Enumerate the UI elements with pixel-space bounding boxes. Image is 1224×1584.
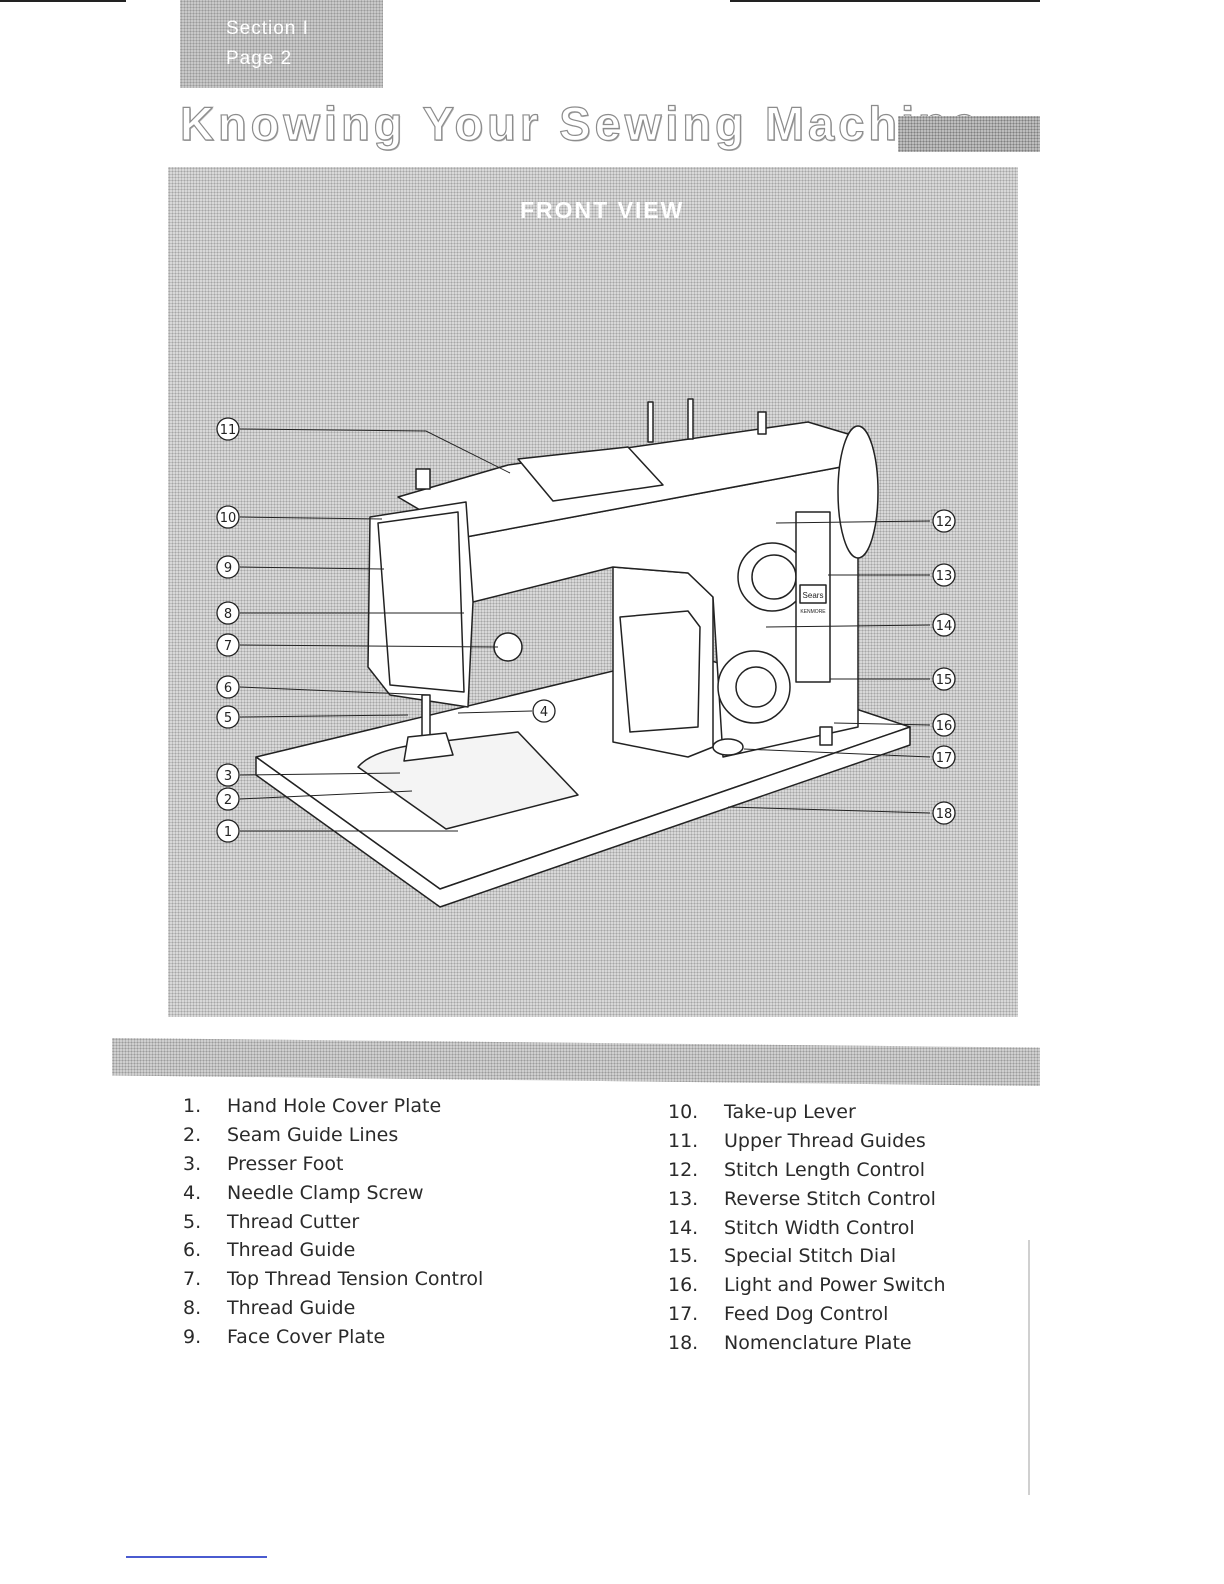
pressure-knob	[415, 468, 431, 490]
page-title: Knowing Your Sewing Machine	[179, 96, 981, 150]
callout-1	[216, 819, 240, 843]
callout-num-14: 14	[936, 619, 953, 634]
presser-foot	[403, 732, 454, 762]
title-accent-bar	[898, 116, 1040, 152]
list-item: 18.Nomenclature Plate	[668, 1331, 912, 1354]
callout-num-16: 16	[936, 719, 953, 734]
callout-8	[216, 601, 240, 625]
face-cover-plate	[377, 511, 465, 693]
callout-num-4: 4	[540, 705, 548, 720]
callout-num-13: 13	[936, 569, 953, 584]
list-item: 14.Stitch Width Control	[668, 1216, 915, 1239]
callout-num-9: 9	[224, 561, 232, 576]
feed-dog-control	[712, 738, 744, 756]
callout-11	[216, 417, 240, 441]
callout-num-7: 7	[224, 639, 232, 654]
list-item: 8.Thread Guide	[183, 1296, 356, 1319]
callout-num-6: 6	[224, 681, 232, 696]
list-item: 15.Special Stitch Dial	[668, 1245, 897, 1268]
top-rule-right	[730, 0, 1040, 2]
needle-bar	[421, 694, 431, 738]
legend-list-right: 10.Take-up Lever 11.Upper Thread Guides …	[668, 1098, 946, 1357]
page-label: Page 2	[226, 48, 293, 69]
list-item: 7.Top Thread Tension Control	[183, 1268, 484, 1291]
list-item: 9.Face Cover Plate	[183, 1325, 386, 1348]
tension-knob	[493, 632, 523, 662]
callout-17	[932, 745, 956, 769]
list-item: 11.Upper Thread Guides	[668, 1130, 926, 1153]
callout-num-12: 12	[936, 515, 953, 530]
section-tab: Section I Page 2	[180, 0, 383, 88]
top-rule-left	[0, 0, 126, 2]
list-item: 13.Reverse Stitch Control	[668, 1187, 936, 1210]
badge-model: KENMORE	[800, 609, 826, 615]
power-switch	[819, 726, 833, 746]
callout-9	[216, 555, 240, 579]
callout-num-5: 5	[224, 711, 232, 726]
sewing-machine-diagram: Sears KENMORE	[216, 398, 956, 908]
section-label: Section I	[226, 18, 309, 39]
callout-num-11: 11	[220, 423, 237, 438]
callout-14	[932, 613, 956, 637]
handwheel	[837, 425, 879, 559]
list-item: 6.Thread Guide	[183, 1239, 356, 1262]
view-label: FRONT VIEW	[520, 197, 685, 223]
callout-num-17: 17	[936, 751, 953, 766]
callout-7	[216, 633, 240, 657]
callout-15	[932, 667, 956, 691]
list-item: 17.Feed Dog Control	[668, 1302, 889, 1325]
callout-2	[216, 787, 240, 811]
badge-brand: Sears	[803, 591, 824, 600]
pillar-window	[619, 610, 701, 733]
spool-pin-left	[647, 401, 654, 443]
callout-5	[216, 705, 240, 729]
callout-num-1: 1	[224, 825, 232, 840]
callout-12	[932, 509, 956, 533]
list-item: 2.Seam Guide Lines	[183, 1124, 399, 1147]
bobbin-winder	[757, 411, 767, 435]
legend-list-left: 1.Hand Hole Cover Plate 2.Seam Guide Lin…	[183, 1092, 483, 1351]
badge-frame	[799, 584, 827, 604]
legend-divider-band	[112, 1038, 1040, 1086]
callout-num-10: 10	[220, 511, 237, 526]
callout-6	[216, 675, 240, 699]
list-item: 4.Needle Clamp Screw	[183, 1181, 424, 1204]
list-item: 10.Take-up Lever	[668, 1101, 856, 1124]
front-view-panel: FRONT VIEW	[168, 167, 1018, 1017]
callout-4	[532, 699, 556, 723]
callout-18	[932, 801, 956, 825]
spool-pin-right	[687, 398, 694, 440]
bottom-rule	[126, 1556, 267, 1558]
callout-16	[932, 713, 956, 737]
list-item: 5.Thread Cutter	[183, 1210, 360, 1233]
stitch-length-dial-inner	[751, 554, 797, 600]
list-item: 3.Presser Foot	[183, 1152, 344, 1175]
top-cover	[517, 446, 664, 502]
callout-num-2: 2	[224, 793, 232, 808]
callout-num-8: 8	[224, 607, 232, 622]
callout-num-18: 18	[936, 807, 953, 822]
scan-edge-line	[1028, 1240, 1030, 1495]
callout-num-3: 3	[224, 769, 232, 784]
callout-10	[216, 505, 240, 529]
callout-3	[216, 763, 240, 787]
list-item: 1.Hand Hole Cover Plate	[183, 1095, 442, 1118]
callout-num-15: 15	[936, 673, 953, 688]
list-item: 12.Stitch Length Control	[668, 1158, 926, 1181]
list-item: 16.Light and Power Switch	[668, 1274, 946, 1297]
stitch-width-dial-inner	[735, 666, 777, 708]
callout-13	[932, 563, 956, 587]
